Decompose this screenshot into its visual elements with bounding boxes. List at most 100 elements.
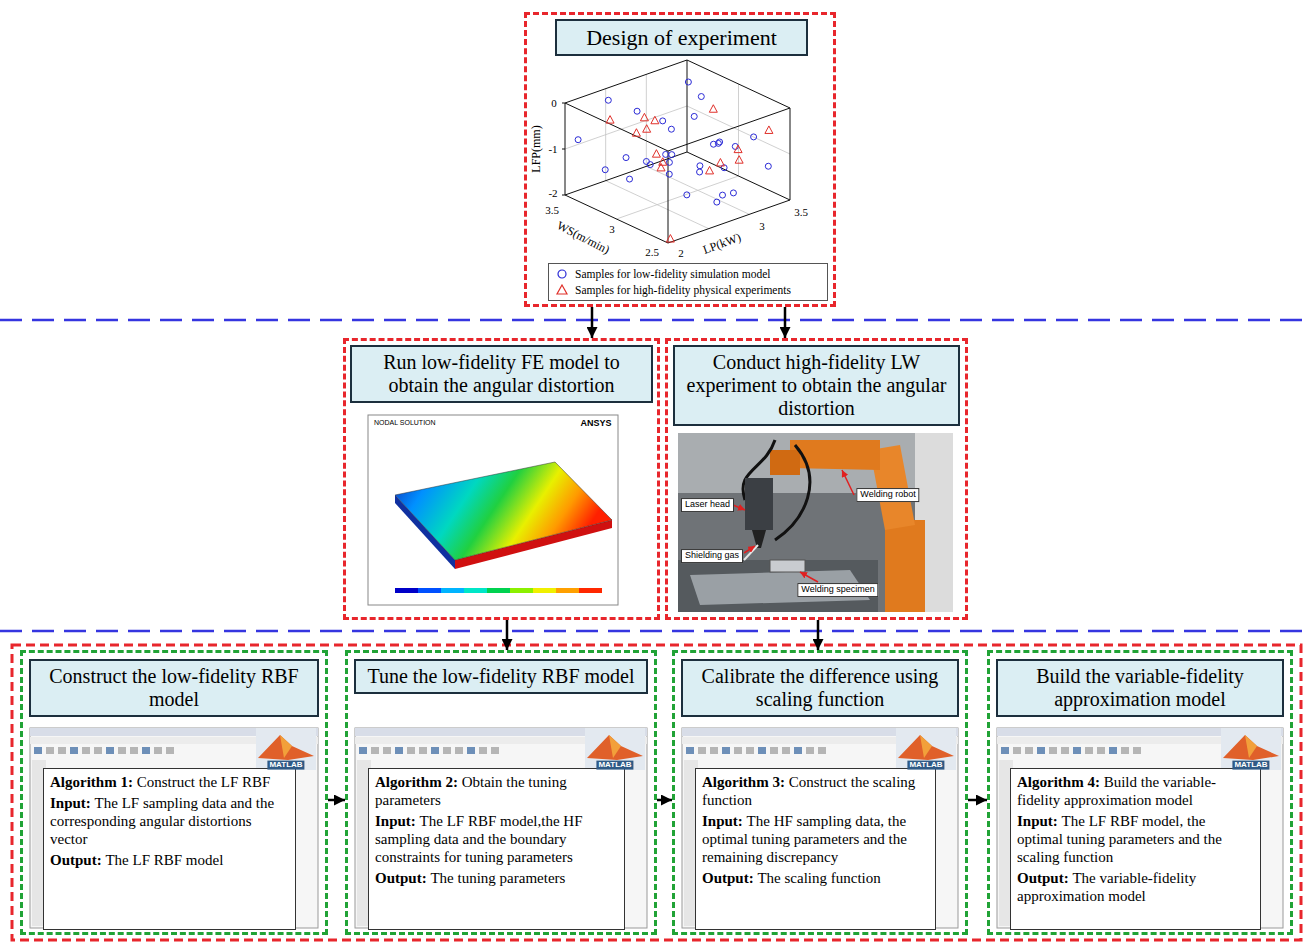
matlab-logo-peak [1245,735,1257,758]
low-fidelity-sample [720,192,726,198]
toolbar-icon [130,747,138,754]
toolbar-icon [1037,747,1045,754]
robot-wrist [770,450,800,475]
low-fidelity-sample [765,163,771,169]
plot-axis [790,108,791,200]
algorithm-line: Algorithm 3:Construct the scaling functi… [702,773,929,809]
group-frame [12,645,1301,940]
toolbar-icon [1013,747,1021,754]
toolbar-icon [106,747,114,754]
fe-result-frame [368,415,618,605]
tick [562,195,565,196]
matlab-logo-peak [898,735,954,760]
high-fidelity-sample [666,235,674,243]
step-heading: Calibrate the difference using scaling f… [681,659,959,717]
color-bar [487,588,510,593]
nozzle [752,530,766,548]
algorithm-panel: Algorithm 2:Obtain the tuning parameters… [368,768,625,930]
photo-floor [678,560,878,612]
tick-label: 3.5 [545,204,559,216]
tick-label: 3 [609,223,615,235]
matlab-logo-peak [280,735,292,758]
algorithm-keyword: Input: [702,813,743,829]
algorithm-panel: Algorithm 4:Build the variable-fidelity … [1010,768,1261,930]
low-fidelity-sample [669,152,675,158]
plot-axis [687,152,790,200]
photo-callout: Welding robot [856,488,919,502]
legend-row: Samples for high-fidelity physical exper… [555,282,821,298]
algorithm-line: Output:The LF RBF model [50,851,289,869]
step-heading: Tune the low-fidelity RBF model [354,659,648,694]
toolbar-icon [722,747,730,754]
legend-text: Samples for low-fidelity simulation mode… [575,268,770,280]
plot-axis [565,60,687,103]
toolbar-icon [118,747,126,754]
algorithm-text: The tuning parameters [430,870,565,886]
algorithm-keyword: Algorithm 3: [702,774,785,790]
high-fidelity-sample [651,116,659,124]
color-bar [556,588,579,593]
low-fidelity-sample [663,151,669,157]
algorithm-line: Input:The LF sampling data and the corre… [50,794,289,848]
toolbar-icon [455,747,463,754]
toolbar-icon [70,747,78,754]
low-fidelity-sample [697,163,703,169]
tick [562,103,565,104]
legend-sample [555,268,569,280]
high-fidelity-sample [706,166,714,174]
algorithm-keyword: Output: [1017,870,1069,886]
toolbar-icon [46,747,54,754]
flow-arrow [968,799,987,802]
toolbar-icon [142,747,150,754]
toolbar-icon [395,747,403,754]
low-fidelity-sample [684,192,690,198]
matlab-logo-peak [1223,735,1279,760]
high-fidelity-sample [735,156,743,164]
toolbar-icon [734,747,742,754]
step-heading: Build the variable-fidelity approximatio… [996,659,1284,717]
algorithm-box: Build the variable-fidelity approximatio… [987,650,1293,935]
cable [775,445,810,540]
software-logo: MATLAB [596,761,633,770]
algorithm-panel: Algorithm 3:Construct the scaling functi… [695,768,936,930]
plot-grid [565,106,687,149]
tick-label: 3.5 [794,206,808,218]
toolbar-icon [1061,747,1069,754]
flow-arrow [591,307,594,338]
toolbar-icon [431,747,439,754]
leader-line [744,546,755,553]
algorithm-text: The LF RBF model [105,852,223,868]
toolbar-icon [371,747,379,754]
gas-tube [744,545,758,560]
color-bar [510,588,533,593]
toolbar-icon [467,747,475,754]
flow-arrow [506,620,509,650]
algorithm-text: Construct the LF RBF [137,774,271,790]
color-bar [533,588,556,593]
high-fidelity-sample [709,105,717,113]
step-heading: Conduct high-fidelity LW experiment to o… [673,345,960,426]
plot-axis [687,60,688,152]
high-fidelity-sample [659,158,667,166]
algorithm-line: Algorithm 1:Construct the LF RBF [50,773,289,791]
matlab-logo-peak [920,735,932,758]
high-fidelity-sample [657,163,665,171]
tick-label: 2 [678,247,684,259]
high-fidelity-sample [606,116,614,124]
toolbar-icon [1097,747,1105,754]
toolbar-icon [94,747,102,754]
algorithm-box: Construct the low-fidelity RBF modelAlgo… [20,650,328,935]
algorithm-keyword: Input: [1017,813,1058,829]
toolbar-icon [491,747,499,754]
low-fidelity-sample [575,137,581,143]
algorithm-keyword: Input: [50,795,91,811]
matlab-logo [1221,728,1281,770]
toolbar-icon [1085,747,1093,754]
algorithm-keyword: Output: [50,852,102,868]
stage-box: Conduct high-fidelity LW experiment to o… [665,338,968,620]
toolbar-icon [1121,747,1129,754]
photo-callout: Laser head [681,498,734,512]
stage-separator [0,630,1309,633]
low-fidelity-sample [666,159,672,165]
toolbar-icon [794,747,802,754]
